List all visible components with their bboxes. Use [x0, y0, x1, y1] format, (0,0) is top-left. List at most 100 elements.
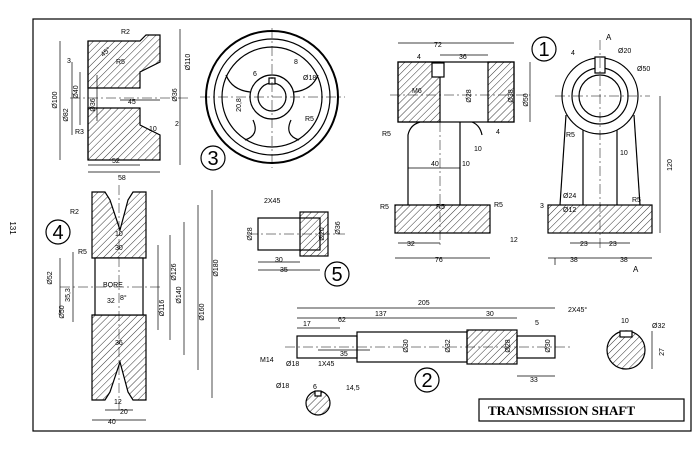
p1s-dim-12: 12 [510, 237, 518, 244]
p2-dim-137: 137 [375, 311, 387, 318]
p4-dim-35-3: 35,3 [65, 288, 72, 302]
p1s-dim-d50: Ø50 [637, 66, 650, 73]
p5-dim-2x45: 2X45 [264, 198, 280, 205]
p2-dim-62: 62 [338, 317, 346, 324]
p4-bore-label: BORE [103, 282, 123, 289]
p2-dim-17: 17 [303, 321, 311, 328]
p3-dim-2: 2 [175, 121, 179, 128]
p3-dim-20-8: 20,8 [236, 98, 243, 112]
p3-dim-r3: R3 [75, 129, 84, 136]
drawing-title: TRANSMISSION SHAFT [488, 403, 635, 418]
p1-dim-4: 4 [417, 54, 421, 61]
p1s-dim-38b: 38 [620, 257, 628, 264]
p4-dim-d52: Ø52 [47, 271, 54, 284]
p1s-dim-4: 4 [571, 50, 575, 57]
p2-dim-33: 33 [530, 377, 538, 384]
p1-dim-d38: Ø38 [508, 89, 515, 102]
p2-dim-2x45: 2X45° [568, 306, 587, 314]
part1-column-section: 72 4 36 M6 Ø28 Ø38 Ø50 R5 4 10 40 10 R5 … [380, 42, 531, 264]
p1-dim-r5b: R5 [380, 204, 389, 211]
p1-dim-36: 36 [459, 54, 467, 61]
p1-dim-m6: M6 [412, 88, 422, 95]
p4-dim-d116: Ø116 [159, 300, 166, 317]
p5-dim-d28: Ø28 [247, 227, 254, 240]
p2-dim-d30: Ø30 [403, 339, 410, 352]
p4-dim-d180: Ø180 [213, 259, 220, 276]
section-marker-a: A [606, 33, 612, 42]
p4-dim-d140: Ø140 [176, 286, 183, 303]
p4-dim-d50: Ø50 [59, 305, 66, 318]
p3-dim-3: 3 [67, 58, 71, 65]
p1s-dim-120: 120 [667, 159, 674, 171]
p4-dim-30: 30 [115, 245, 123, 252]
p1s-dim-23: 23 [580, 241, 588, 248]
p2-dim-1x45: 1X45 [318, 361, 334, 368]
p1-dim-r5d: R5 [494, 202, 503, 209]
p3-dim-d36b: Ø36 [172, 88, 179, 101]
p1-dim-72: 72 [434, 42, 442, 49]
p4-dim-32: 32 [107, 298, 115, 305]
p1s-dim-d12: Ø12 [563, 207, 576, 214]
part1-number: 1 [538, 39, 549, 61]
p3-dim-r5: R5 [116, 59, 125, 66]
p3-dim-d100: Ø100 [52, 91, 59, 108]
p3-dim-6: 6 [253, 71, 257, 78]
p2-dim-205: 205 [418, 300, 430, 307]
p3-dim-52: 52 [112, 158, 120, 165]
p3-dim-d36: Ø36 [90, 98, 97, 111]
page-number: 131 [8, 221, 17, 235]
p5-dim-d36: Ø36 [335, 221, 342, 234]
p3-dim-d110: Ø110 [185, 54, 192, 71]
part3-number: 3 [207, 148, 218, 170]
p2-dim-14-5: 14,5 [346, 385, 360, 392]
p1-dim-r5: R5 [382, 131, 391, 138]
p5-dim-d20: Ø20 [319, 227, 326, 240]
p2-dim-d30b: Ø30 [545, 339, 552, 352]
p1-dim-10: 10 [474, 146, 482, 153]
p1s-dim-d24: Ø24 [563, 193, 576, 200]
title-block [478, 398, 685, 422]
p5-dim-35: 35 [280, 267, 288, 274]
p2-dim-5: 5 [535, 320, 539, 327]
p2-dim-27: 27 [659, 348, 666, 356]
p3-dim-10: 10 [149, 126, 157, 133]
p1-dim-4b: 4 [496, 129, 500, 136]
p3-dim-d40: Ø40 [73, 85, 80, 98]
p5-dim-30: 30 [275, 257, 283, 264]
p4-dim-12: 12 [114, 399, 122, 406]
section-marker-a-bottom: A [633, 265, 639, 274]
p2-dim-d18b: Ø18 [276, 383, 289, 390]
p4-dim-10: 10 [115, 231, 123, 238]
p4-dim-36: 36 [115, 340, 123, 347]
p1-dim-40: 40 [431, 161, 439, 168]
p4-dim-r2: R2 [70, 209, 79, 216]
p3-dim-45: 45 [128, 99, 136, 106]
p4-dim-r5: R5 [78, 249, 87, 256]
p4-dim-40: 40 [108, 419, 116, 426]
p4-dim-20: 20 [120, 409, 128, 416]
p1-dim-10b: 10 [462, 161, 470, 168]
p2-dim-d18: Ø18 [286, 361, 299, 368]
p2-dim-d32: Ø32 [445, 339, 452, 352]
part5-bushing: 2X45 Ø28 Ø20 Ø36 30 35 5 [247, 198, 350, 287]
drawing-frame [32, 18, 692, 432]
p3-dim-58: 58 [118, 175, 126, 182]
p2-dim-d32b: Ø32 [652, 323, 665, 330]
p2-dim-6: 6 [313, 384, 317, 391]
p4-dim-8deg: 8° [120, 294, 127, 302]
p3-dim-r2: R2 [121, 29, 130, 36]
p1s-dim-23b: 23 [609, 241, 617, 248]
part3-wheel-front-view: 6 8 Ø18 R5 20,8 3 [200, 28, 345, 171]
p3-dim-8: 8 [294, 59, 298, 66]
p3-dim-r5b: R5 [305, 116, 314, 123]
p3-dim-d18: Ø18 [303, 75, 316, 82]
p1s-dim-d20: Ø20 [618, 48, 631, 55]
p1-dim-32: 32 [407, 241, 415, 248]
part2-number: 2 [421, 370, 432, 392]
p1-dim-d28: Ø28 [466, 89, 473, 102]
p2-dim-30: 30 [486, 311, 494, 318]
part4-number: 4 [52, 222, 63, 244]
p1s-dim-3: 3 [540, 203, 544, 210]
p3-dim-d82: Ø82 [63, 108, 70, 121]
p1s-dim-r5: R5 [566, 132, 575, 139]
